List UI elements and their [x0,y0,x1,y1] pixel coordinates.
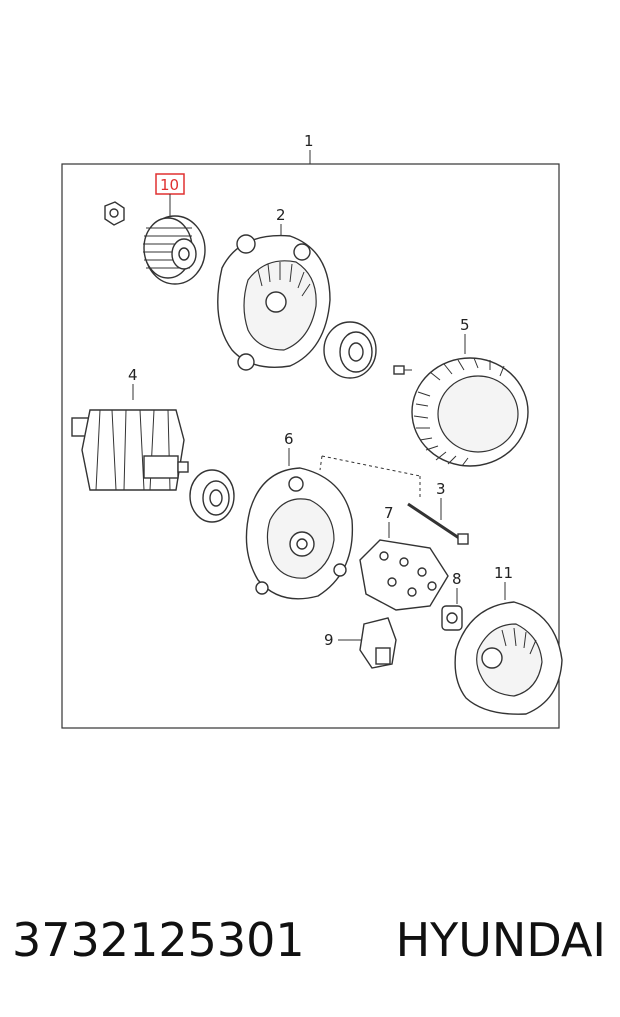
callout-2[interactable]: 2 [276,206,286,224]
exploded-parts-diagram: 1 10 2 5 [61,132,563,729]
callout-6[interactable]: 6 [284,430,294,448]
footer: 3732125301 HYUNDAI [0,905,620,975]
callout-9[interactable]: 9 [324,631,334,649]
front-bearing-part [323,321,377,379]
callout-4[interactable]: 4 [128,366,138,384]
terminal-part [441,605,463,631]
callout-10[interactable]: 10 [160,176,179,194]
callout-7[interactable]: 7 [384,504,394,522]
front-housing-part[interactable] [217,234,331,371]
callout-8[interactable]: 8 [452,570,462,588]
callout-1[interactable]: 1 [304,132,314,150]
rear-bearing-part [189,469,235,523]
rear-housing-part[interactable] [245,455,421,600]
regulator-part[interactable] [359,617,397,669]
part-number: 3732125301 [12,913,305,967]
callout-3[interactable]: 3 [436,480,446,498]
rear-cover-part[interactable] [454,601,563,715]
callout-11[interactable]: 11 [494,564,513,582]
screw-part [393,365,412,375]
callout-5[interactable]: 5 [460,316,470,334]
stator-part[interactable] [411,357,529,467]
nut-part [104,201,125,226]
rotor-part[interactable] [71,409,189,491]
rectifier-part[interactable] [359,539,449,611]
bolt-part [407,502,469,545]
brand-name: HYUNDAI [395,913,606,967]
pulley-part[interactable] [143,215,206,285]
